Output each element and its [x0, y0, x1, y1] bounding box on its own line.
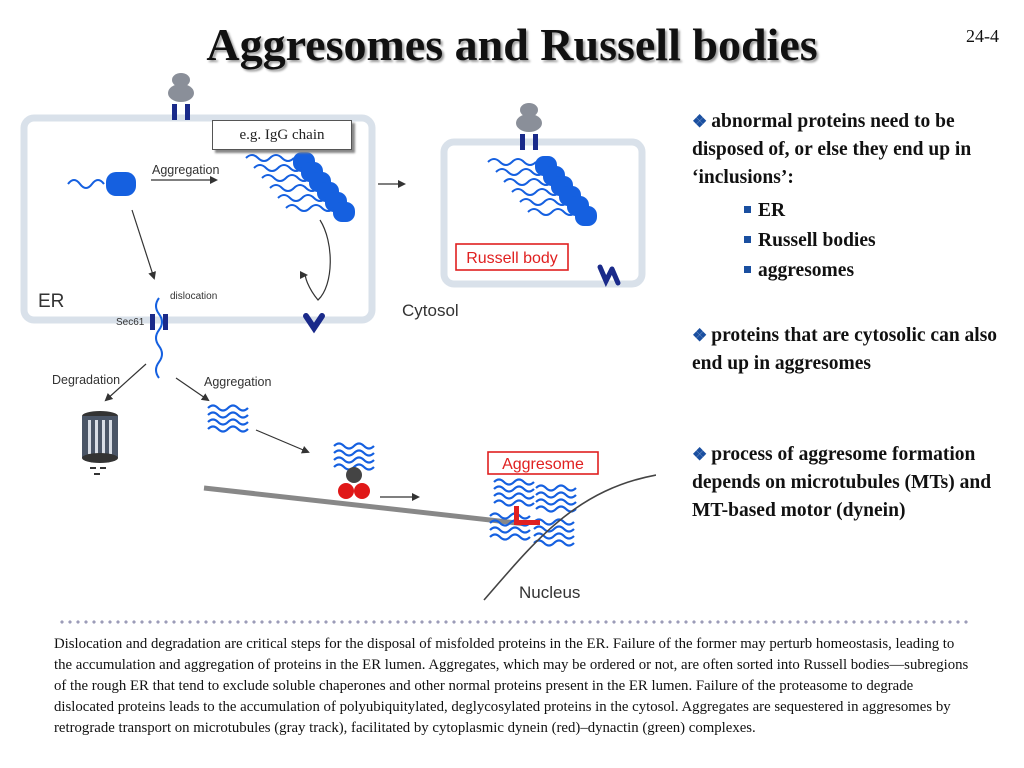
dotted-divider	[58, 619, 970, 625]
sub-bullet-aggresomes: aggresomes	[692, 258, 1014, 284]
diamond-bullet-icon: ❖	[692, 112, 708, 131]
sub-bullet-russell: Russell bodies	[692, 228, 1014, 254]
igg-chain-callout: e.g. IgG chain	[212, 120, 352, 150]
russell-aggregate	[487, 155, 598, 227]
label-russell-body: Russell body	[466, 250, 558, 267]
figure-caption: Dislocation and degradation are critical…	[54, 636, 969, 736]
label-nucleus: Nucleus	[519, 583, 580, 602]
bullet-1: ❖abnormal proteins need to be disposed o…	[692, 111, 972, 188]
er-russell-compartment	[440, 138, 646, 288]
bullet-2: ❖proteins that are cytosolic can also en…	[692, 325, 998, 374]
slide-number: 24-4	[966, 26, 999, 46]
receptor-icon	[168, 73, 194, 120]
diamond-bullet-icon: ❖	[692, 326, 708, 345]
nucleus-membrane	[483, 474, 656, 601]
protein-aggregate	[245, 151, 356, 223]
square-bullet-icon	[744, 206, 751, 213]
label-er: ER	[38, 291, 64, 312]
square-bullet-icon	[744, 266, 751, 273]
label-aggresome: Aggresome	[502, 456, 584, 473]
chaperone-icon	[597, 264, 621, 287]
proteasome-icon	[82, 411, 118, 475]
label-aggregation-bottom: Aggregation	[204, 375, 271, 389]
aggresome-cluster	[488, 478, 578, 547]
er-compartment	[20, 114, 376, 324]
slide-title: Aggresomes and Russell bodies	[206, 19, 818, 70]
label-sec61: Sec61	[116, 317, 145, 328]
sec61-channel	[150, 297, 168, 379]
cytosolic-aggregate	[206, 404, 250, 433]
aggresome-diagram: Aggregation Russell body ER Cytosol disl…	[20, 73, 656, 602]
chaperone-icon	[303, 313, 325, 334]
square-bullet-icon	[744, 236, 751, 243]
label-aggregation-top: Aggregation	[152, 163, 219, 177]
label-degradation: Degradation	[52, 373, 120, 387]
bullet-3: ❖process of aggresome formation depends …	[692, 444, 992, 521]
bullet-list: ❖abnormal proteins need to be disposed o…	[692, 108, 1014, 525]
microtubule-track	[203, 485, 527, 527]
diamond-bullet-icon: ❖	[692, 445, 708, 464]
misfolded-protein	[67, 172, 136, 196]
label-cytosol: Cytosol	[402, 301, 459, 320]
sub-bullet-er: ER	[692, 198, 1014, 224]
dynein-dynactin-complex	[332, 442, 376, 499]
label-dislocation: dislocation	[170, 291, 217, 302]
